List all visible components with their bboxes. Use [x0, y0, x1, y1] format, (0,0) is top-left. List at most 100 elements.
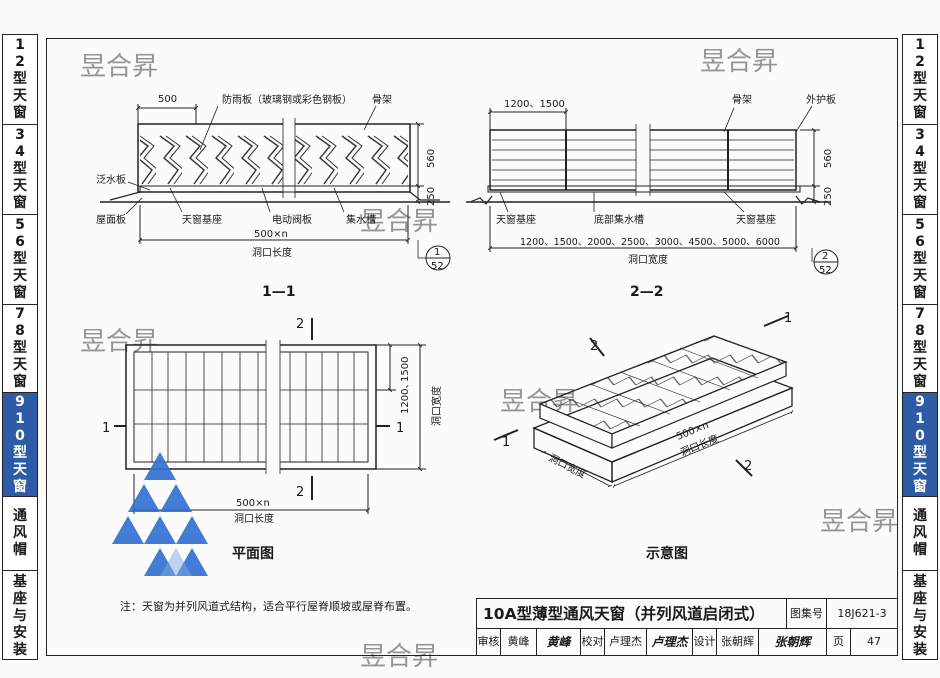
designer-signature: 张朝辉 — [759, 629, 827, 655]
flashing-board — [109, 191, 440, 201]
tab-label: 基座与安装 — [13, 573, 27, 658]
tab-type-3-4[interactable]: 34型天窗 — [903, 125, 937, 215]
tab-type-9-10[interactable]: 910型天窗 — [903, 393, 937, 497]
dim-250: 250 — [426, 187, 437, 206]
plan-outer — [125, 344, 377, 470]
window-base — [139, 185, 411, 193]
page-label: 页 — [827, 629, 851, 655]
section-2-2-text: 1200、1500 骨架 外护板 天窗基座 底部集水槽 天窗基座 1200、15… — [496, 93, 836, 300]
tab-label: 56型天窗 — [13, 217, 27, 301]
watermark-text: 昱合昇 — [360, 207, 438, 237]
tab-label: 78型天窗 — [13, 306, 27, 390]
cut-2-top — [589, 337, 605, 357]
tab-label: 56型天窗 — [913, 217, 927, 301]
tab-vent-cap[interactable]: 通风帽 — [3, 497, 37, 571]
label-opening-length: 洞口长度 — [252, 246, 292, 259]
plan-view — [114, 318, 426, 514]
tab-label: 910型天窗 — [13, 393, 27, 495]
cut-label: 1 — [502, 435, 510, 450]
atlas-label: 图集号 — [787, 599, 827, 629]
tab-label: 34型天窗 — [13, 127, 27, 211]
left-index-column: 12型天窗 34型天窗 56型天窗 78型天窗 910型天窗 通风帽 基座与安装 — [2, 34, 38, 660]
title-block: 10A型薄型通风天窗（并列风道启闭式） 图集号 18J621-3 审核 黄峰 黄… — [476, 598, 898, 656]
reviewer-name: 黄峰 — [501, 629, 537, 655]
section-1-1-text: 500 防雨板（玻璃钢或彩色钢板） 骨架 泛水板 屋面板 天窗基座 电动阀板 集… — [96, 93, 444, 300]
tab-label: 78型天窗 — [913, 306, 927, 390]
detail-ref-page: 52 — [819, 265, 832, 276]
label-bottom-gutter: 底部集水槽 — [594, 213, 644, 226]
tab-type-1-2[interactable]: 12型天窗 — [903, 35, 937, 125]
label-opening-width: 洞口宽度 — [628, 253, 668, 266]
checker-name: 卢理杰 — [605, 629, 647, 655]
label-flashing: 泛水板 — [96, 173, 126, 186]
tab-type-9-10[interactable]: 910型天窗 — [3, 393, 37, 497]
tab-label: 910型天窗 — [913, 393, 927, 495]
dim-500n: 500×n — [236, 498, 270, 509]
cut-label: 1 — [396, 421, 404, 436]
detail-ref-page: 52 — [431, 261, 444, 272]
label-damper: 电动阀板 — [272, 213, 312, 226]
tab-type-7-8[interactable]: 78型天窗 — [3, 305, 37, 393]
label-base: 天窗基座 — [182, 213, 222, 226]
tab-label: 12型天窗 — [13, 37, 27, 121]
checker-signature: 卢理杰 — [647, 629, 693, 655]
isometric-view — [493, 315, 794, 489]
section-title: 2—2 — [630, 284, 663, 300]
review-label: 审核 — [477, 629, 501, 655]
dim-250: 250 — [823, 187, 834, 206]
tab-base-install[interactable]: 基座与安装 — [903, 571, 937, 661]
tab-label: 基座与安装 — [913, 573, 927, 658]
rain-louvers — [140, 128, 408, 186]
cut-label: 2 — [744, 459, 752, 474]
tab-type-7-8[interactable]: 78型天窗 — [903, 305, 937, 393]
drawing-frame — [46, 38, 898, 656]
label-frame: 骨架 — [372, 94, 392, 106]
dim-1200: 1200、 — [400, 379, 411, 414]
tab-label: 通风帽 — [913, 508, 927, 558]
cut-label: 2 — [296, 485, 304, 500]
section-1-1 — [100, 104, 451, 271]
drawing-note: 注：天窗为并列风道式结构，适合平行屋脊顺坡或屋脊布置。 — [120, 600, 417, 613]
dim-500n: 500×n — [254, 229, 288, 240]
drawing-title: 10A型薄型通风天窗（并列风道启闭式） — [477, 599, 787, 629]
view-title: 示意图 — [646, 545, 688, 562]
tab-type-5-6[interactable]: 56型天窗 — [3, 215, 37, 305]
label-opening-width: 洞口宽度 — [430, 386, 443, 426]
tab-base-install[interactable]: 基座与安装 — [3, 571, 37, 661]
section-title: 1—1 — [262, 284, 295, 300]
label-opening-width: 洞口宽度 — [547, 451, 589, 481]
label-opening-length: 洞口长度 — [234, 512, 274, 525]
label-roof-panel: 屋面板 — [96, 213, 126, 226]
design-label: 设计 — [693, 629, 717, 655]
watermark-text: 昱合昇 — [820, 507, 898, 537]
detail-ref-num: 2 — [822, 251, 828, 262]
label-gutter: 集水槽 — [346, 213, 376, 226]
right-index-column: 12型天窗 34型天窗 56型天窗 78型天窗 910型天窗 通风帽 基座与安装 — [902, 34, 938, 660]
atlas-number: 18J621-3 — [827, 599, 897, 629]
width-options: 1200、1500、2000、2500、3000、4500、5000、6000 — [520, 237, 780, 248]
designer-name: 张朝辉 — [717, 629, 759, 655]
cut-1-bottom — [493, 429, 519, 441]
tab-vent-cap[interactable]: 通风帽 — [903, 497, 937, 571]
company-logo — [112, 452, 208, 576]
detail-ref-num: 1 — [434, 247, 440, 258]
cut-label: 1 — [784, 311, 792, 326]
tab-label: 通风帽 — [13, 508, 27, 558]
watermark-text: 昱合昇 — [80, 52, 158, 82]
watermark-text: 昱合昇 — [360, 642, 438, 672]
label-outer-panel: 外护板 — [806, 93, 836, 106]
tab-label: 34型天窗 — [913, 127, 927, 211]
tab-type-3-4[interactable]: 34型天窗 — [3, 125, 37, 215]
tab-type-5-6[interactable]: 56型天窗 — [903, 215, 937, 305]
dim-1500: 1500 — [400, 357, 411, 382]
label-base: 天窗基座 — [496, 213, 536, 226]
cut-label: 2 — [296, 317, 304, 332]
tab-type-1-2[interactable]: 12型天窗 — [3, 35, 37, 125]
dim-500: 500 — [158, 94, 177, 105]
reviewer-signature: 黄峰 — [537, 629, 581, 655]
cut-1-top — [763, 315, 789, 327]
cut-label: 2 — [590, 339, 598, 354]
cut-label: 1 — [102, 421, 110, 436]
dim-560: 560 — [426, 149, 437, 168]
